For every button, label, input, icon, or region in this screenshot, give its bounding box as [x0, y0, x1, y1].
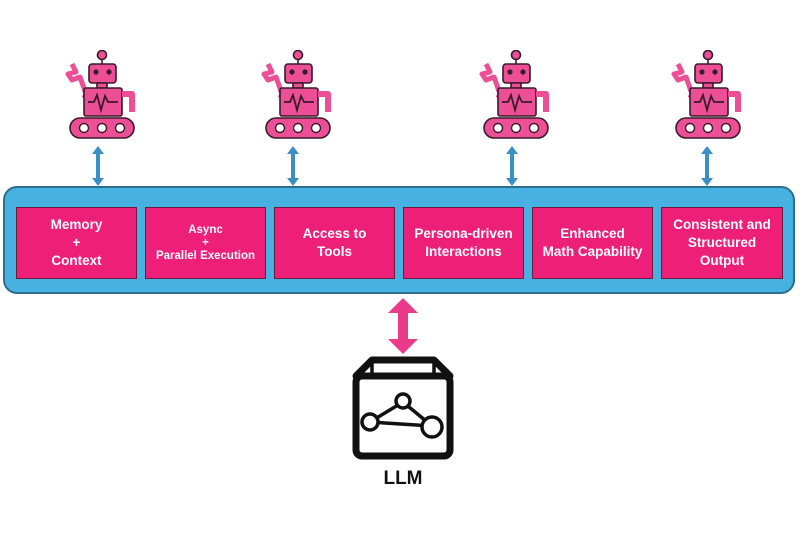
capability-line: Tools	[316, 244, 352, 259]
capability-async-parallel: Async + Parallel Execution	[145, 207, 266, 279]
capability-memory-context: Memory + Context	[16, 207, 137, 279]
capability-line: Consistent and	[673, 217, 771, 232]
robot-icon	[62, 50, 142, 146]
double-arrow-icon	[505, 146, 519, 186]
robot-icon	[476, 50, 556, 146]
capability-line: Interactions	[425, 244, 502, 259]
capability-line: Structured	[687, 235, 757, 250]
double-arrow-icon	[286, 146, 300, 186]
capability-line: Access to	[302, 226, 367, 241]
capability-line: Context	[51, 253, 102, 268]
capability-line: Enhanced	[560, 226, 625, 241]
double-arrow-icon	[700, 146, 714, 186]
capability-line: Math Capability	[542, 244, 643, 259]
double-arrow-icon	[91, 146, 105, 186]
capability-line: +	[202, 236, 209, 249]
capability-access-tools: Access to Tools	[274, 207, 395, 279]
capability-line: Memory	[50, 217, 103, 232]
llm-label: LLM	[383, 468, 423, 489]
capability-line: +	[72, 235, 81, 250]
pink-double-arrow-icon	[386, 298, 420, 354]
llm-box-icon	[348, 354, 458, 462]
robot-icon	[258, 50, 338, 146]
capability-math: Enhanced Math Capability	[532, 207, 653, 279]
capability-line: Persona-driven	[414, 226, 513, 241]
capability-persona-interactions: Persona-driven Interactions	[403, 207, 524, 279]
capability-line: Parallel Execution	[155, 249, 256, 262]
capability-line: Async	[188, 223, 223, 236]
robot-icon	[668, 50, 748, 146]
capability-line: Output	[699, 253, 745, 268]
capability-structured-output: Consistent and Structured Output	[661, 207, 783, 279]
